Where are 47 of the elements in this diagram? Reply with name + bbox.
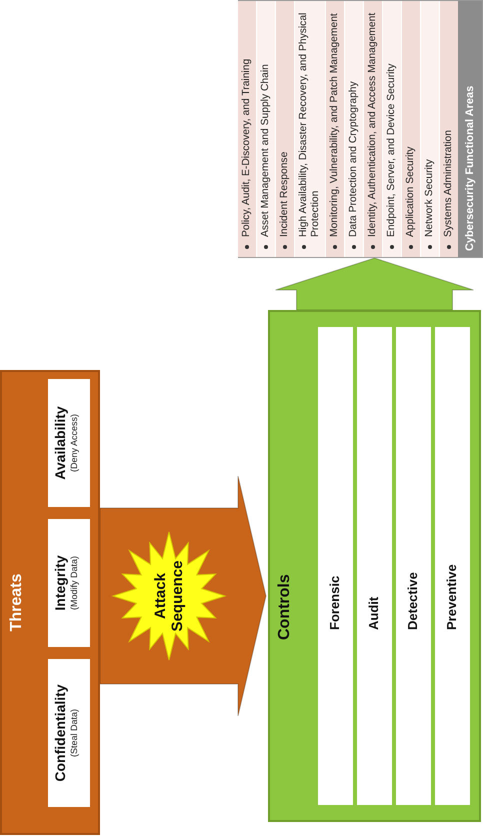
edge-label: Attack Sequence [152, 560, 186, 634]
threats-panel [0, 370, 100, 835]
threat-box [48, 379, 90, 507]
functional-area-row [382, 1, 401, 257]
functional-area-row [237, 1, 256, 257]
panel-title: Controls [276, 574, 294, 640]
threat-description: (Modify Data) [69, 555, 79, 612]
threat-box [48, 519, 90, 647]
control-type: Detective [405, 572, 420, 630]
control-band [357, 327, 392, 805]
threat-name: Confidentiality [52, 683, 68, 784]
control-band [396, 327, 431, 805]
controls-panel [268, 310, 481, 822]
functional-area-row [420, 1, 439, 257]
control-type: Forensic [327, 576, 342, 630]
control-type: Preventive [444, 564, 459, 630]
threat-name: Integrity [52, 554, 68, 613]
functional-area-text: Incident Response [279, 152, 290, 237]
functional-area-text: High Availability, Disaster Recovery, and Physical Protection [298, 12, 321, 237]
block-arrow [275, 257, 474, 310]
functional-area-row [294, 1, 325, 257]
control-band [435, 327, 470, 805]
functional-area-text: Monitoring, Vulnerability, and Patch Management [329, 13, 340, 237]
control-band [318, 327, 353, 805]
functional-area-row [401, 1, 420, 257]
functional-area-text: Network Security [424, 159, 435, 237]
functional-area-text: Systems Administration [443, 130, 454, 237]
functional-area-text: Data Protection and Cryptography [348, 81, 359, 237]
functional-area-text: Endpoint, Server, and Device Security [386, 64, 397, 237]
functional-area-text: Application Security [405, 146, 416, 237]
functional-area-row [439, 1, 458, 257]
table-header: Cybersecurity Functional Areas [458, 1, 482, 257]
functional-area-row [363, 1, 382, 257]
functional-area-text: Identity, Authentication, and Access Management [367, 12, 378, 237]
functional-areas-table [238, 0, 483, 258]
threat-description: (Deny Access) [69, 412, 79, 474]
functional-area-row [275, 1, 294, 257]
threat-name: Availability [52, 405, 68, 482]
control-type: Audit [366, 596, 381, 630]
functional-area-row [256, 1, 275, 257]
functional-area-row [325, 1, 344, 257]
threat-description: (Steal Data) [69, 708, 79, 760]
functional-area-text: Asset Management and Supply Chain [260, 64, 271, 237]
threat-box [48, 659, 90, 807]
functional-area-text: Policy, Audit, E-Discovery, and Training [241, 58, 252, 237]
panel-title: Threats [8, 572, 26, 634]
functional-area-row [344, 1, 363, 257]
